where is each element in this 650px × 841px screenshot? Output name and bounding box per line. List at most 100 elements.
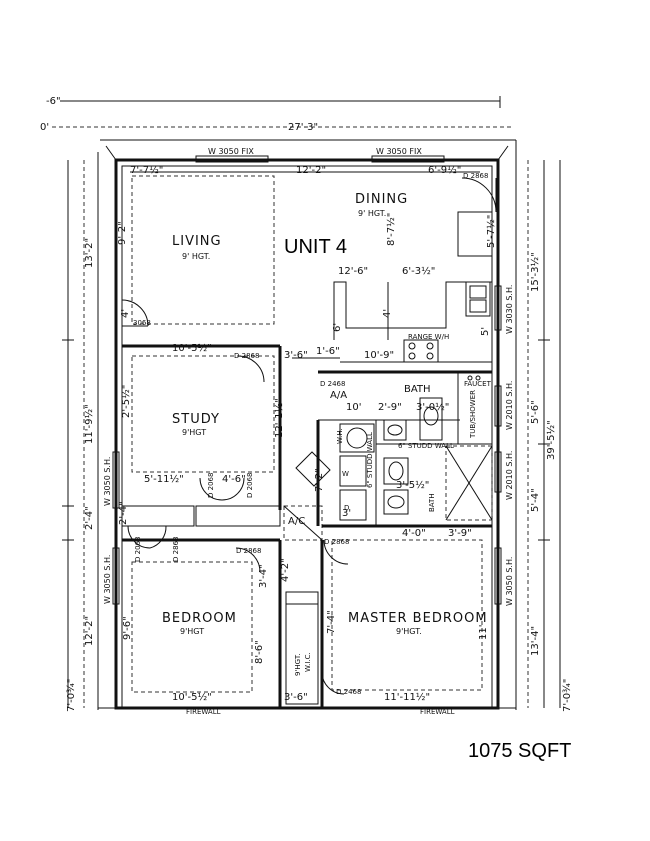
study-dim-i: 12'-1½" [273,398,285,438]
closet-dim-j: 5'-11½" [144,473,184,485]
study-outline [122,344,340,510]
ac-label: A/C [288,516,305,527]
washer-label: W [342,470,349,478]
window-top-left: W 3050 FIX [208,147,254,156]
bedroom-dim-l: 8'-6" [254,640,265,664]
kitchen-dim-g: 5' [480,327,491,336]
bedroom-label: BEDROOM [162,611,237,626]
door-closet-c: D 2068 [134,537,142,562]
dining-dim-d: 5'-7½" [485,215,497,248]
dining-room-label: DINING [355,192,408,207]
living-door-dim: 4' [120,309,131,318]
overall-dim: 27'-3" [288,122,318,133]
hall-dim-o: 4'-2" [280,558,291,582]
aa-label: A/A [330,390,347,401]
door-closet-b: D 2068 [246,473,254,498]
wic-height: 9'HGT. [294,654,302,677]
study-width-dim: 10'-5½" [172,342,212,354]
door-dining: D 2868 [463,172,488,180]
closet-dim-j-v: 2'-4" [118,501,129,525]
left-dim-a: 13'-2" [84,238,95,268]
bedroom-outline [131,540,282,708]
bath-two [322,443,493,528]
laundry [295,420,377,526]
dining-width-dim: 12'-2" [296,165,326,176]
study-label: STUDY [172,412,220,427]
window-left-1: W 3050 S.H. [103,457,112,506]
right-dim-c: 5'-4" [530,488,541,512]
living-height-dim: 9'-2" [117,221,128,245]
wic-label: W.I.C. [304,652,312,672]
square-footage: 1075 SQFT [468,740,571,762]
master-bedroom-outline [323,539,483,691]
stud-wall-a: 6" STUDD WALL [366,432,374,488]
door-living: 3068 [133,319,151,327]
bath-dim-g: 10' [346,402,361,413]
dining-room-height: 9' HGT. [358,209,386,218]
range-label: RANGE W/H [408,333,449,341]
tub-shower-label: TUB/SHOWER [469,390,477,439]
kitchen-dim-e: 4' [382,309,393,318]
window-right-3: W 2010 S.H. [505,451,514,500]
unit-label: UNIT 4 [284,236,347,258]
laundry-dim-q: 7'-2" [314,468,325,492]
right-dim-d: 39'-5½" [545,420,557,460]
closets [121,477,281,573]
bedroom-height: 9'HGT [180,627,204,636]
window-right-4: W 3050 S.H. [505,557,514,606]
kitchen-dim-a: 12'-6" [338,266,368,277]
firewall-right: FIREWALL [420,708,455,716]
hall-ac [283,505,323,541]
firewall-left: FIREWALL [186,708,221,716]
overall-dim-a: -6" [46,96,61,107]
master-bedroom-height: 9'HGT. [396,627,422,636]
study-dim-h: 2'-5½" [120,385,132,418]
living-room-label: LIVING [172,234,222,249]
window-top-right: W 3050 FIX [376,147,422,156]
dryer-label: D [344,504,349,512]
right-dim-a: 15'-3½" [529,252,541,292]
wic-width-dim: 3'-6" [284,692,308,703]
hall-dim-f: 10'-9" [364,350,394,361]
dining-kitchen-outline [333,177,497,363]
right-width-dim: 6'-9½" [428,164,461,176]
bedroom-width-dim: 10'-5½" [172,691,212,703]
dining-dim-c: 8'-7½" [385,213,397,246]
door-closet-a: D 2068 [207,473,215,498]
bath-dim-h: 2'-9" [378,402,402,413]
left-dim-b: 11'-9½" [83,404,95,444]
top-dimension-lines [52,96,517,710]
hall-dim-e: 1'-6" [316,346,340,357]
right-dim-e: 13'-4" [530,626,541,656]
living-width-dim: 7'-7½" [130,164,163,176]
top-windows [195,155,445,163]
right-dimension-lines [494,160,561,708]
walk-in-closet [285,540,345,708]
study-height: 9'HGT [182,428,206,437]
kitchen-dim-f: 6' [332,323,343,332]
bedroom-dim-k: 9'-6" [122,616,133,640]
bath-dim-q: 3' [342,508,351,519]
door-study: D 2868 [234,352,259,360]
master-dim-m: 7'-4" [326,610,337,634]
bath-dim-i: 3'-0½" [416,401,449,413]
right-dim-f: 7'-0¾" [562,679,573,712]
water-heater-label: W.H. [336,428,344,444]
bath-two-label: BATH [428,493,436,512]
bath-dim-l: 4'-0" [402,528,426,539]
window-right-2: W 2010 S.H. [505,381,514,430]
kitchen-dim-b: 6'-3½" [402,265,435,277]
living-room-height: 9' HGT. [182,252,210,261]
master-width-dim: 11'-11½" [384,691,430,703]
left-dim-c: 2'-4" [84,506,95,530]
hall-dim-p: 3'-4" [258,564,269,588]
bath-dim-t: 3'-5½" [396,479,429,491]
window-right-1: W 3030 S.H. [505,285,514,334]
left-dim-e: 7'-0¾" [66,679,77,712]
closet-dim-k: 4'-6" [222,474,246,485]
window-left-2: W 3050 S.H. [103,555,112,604]
door-bedroom: D 2868 [236,547,261,555]
door-wic: D 2468 [336,688,361,696]
left-dim-d: 12'-2" [84,616,95,646]
